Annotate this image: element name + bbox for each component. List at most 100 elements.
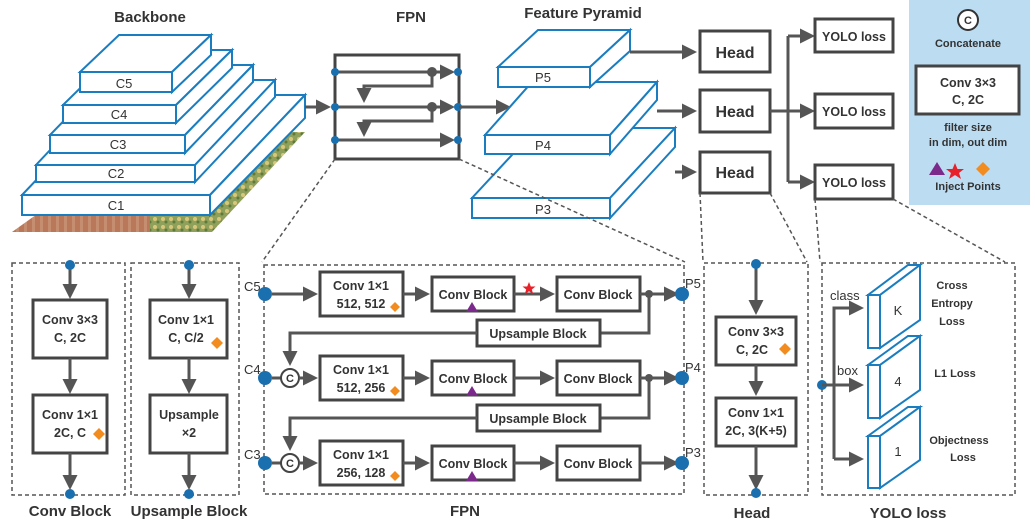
svg-text:Head: Head xyxy=(715,45,754,62)
svg-text:C, 2C: C, 2C xyxy=(54,331,86,345)
svg-text:C: C xyxy=(964,15,972,27)
svg-text:Upsample: Upsample xyxy=(159,408,219,422)
conv-block-caption: Conv Block xyxy=(29,503,112,520)
class-tensor: K xyxy=(865,263,923,350)
box-tensor: 4 xyxy=(864,334,924,420)
yolo-loss-box-2: YOLO loss xyxy=(813,92,895,130)
diamond-inject-icon xyxy=(211,337,223,349)
fpn-row-1: Conv 1×1 512, 512 Conv Block Conv Block xyxy=(258,270,689,318)
legend-conv-box xyxy=(914,64,1021,116)
svg-text:YOLO loss: YOLO loss xyxy=(822,105,886,119)
svg-text:P5: P5 xyxy=(535,70,551,85)
pyramid-slab-p5: P5 xyxy=(495,27,633,90)
svg-text:Conv 3×3: Conv 3×3 xyxy=(728,325,784,339)
objectness-tensor: 1 xyxy=(864,405,924,490)
fpn-detail: C5 C4 C3 P5 P4 P3 Conv 1×1 512, 512 Conv… xyxy=(244,264,701,520)
svg-text:L1 Loss: L1 Loss xyxy=(934,368,976,380)
svg-text:in dim, out dim: in dim, out dim xyxy=(929,137,1007,149)
yolo-loss-detail: class box K 4 1 Cross Entropy Loss L1 Lo… xyxy=(817,262,1016,522)
output-port xyxy=(184,489,194,499)
backbone-pyramid: C1 C2 C3 C4 C5 xyxy=(19,32,308,218)
svg-text:YOLO loss: YOLO loss xyxy=(822,176,886,190)
svg-text:4: 4 xyxy=(894,374,901,389)
fpn-title: FPN xyxy=(396,9,426,26)
c3-input-label: C3 xyxy=(244,447,261,462)
input-port xyxy=(184,260,194,270)
fpn-row-2: C Conv 1×1 512, 256 Conv Block Conv Bloc… xyxy=(258,354,689,402)
svg-text:Conv Block: Conv Block xyxy=(439,457,508,471)
backbone-slab-c5: C5 xyxy=(77,32,214,95)
class-branch-label: class xyxy=(830,288,860,303)
svg-text:256, 128: 256, 128 xyxy=(337,466,386,480)
svg-text:C1: C1 xyxy=(108,198,125,213)
conv-block-detail: Conv 3×3 C, 2C Conv 1×1 2C, C Conv Block xyxy=(11,260,126,520)
c5-input-label: C5 xyxy=(244,279,261,294)
p5-output-label: P5 xyxy=(685,276,701,291)
svg-text:Conv 3×3: Conv 3×3 xyxy=(42,313,98,327)
svg-text:P3: P3 xyxy=(535,202,551,217)
diamond-inject-icon xyxy=(779,343,791,355)
svg-text:C, 2C: C, 2C xyxy=(952,93,984,107)
svg-text:Conv Block: Conv Block xyxy=(564,372,633,386)
svg-text:C3: C3 xyxy=(110,137,127,152)
svg-text:C, 2C: C, 2C xyxy=(736,343,768,357)
head-box-3: Head xyxy=(698,150,772,195)
svg-text:Cross: Cross xyxy=(936,280,967,292)
svg-text:Objectness: Objectness xyxy=(929,435,988,447)
head-caption: Head xyxy=(734,505,771,522)
svg-text:C: C xyxy=(286,458,294,470)
diamond-inject-icon xyxy=(976,162,990,176)
svg-text:Loss: Loss xyxy=(950,452,976,464)
yolo-loss-box-1: YOLO loss xyxy=(813,17,895,54)
svg-text:filter size: filter size xyxy=(944,122,992,134)
input-port xyxy=(65,260,75,270)
svg-text:2C, C: 2C, C xyxy=(54,426,86,440)
head-detail: Conv 3×3 C, 2C Conv 1×1 2C, 3(K+5) Head xyxy=(703,259,809,522)
svg-text:512, 256: 512, 256 xyxy=(337,381,386,395)
svg-text:Conv Block: Conv Block xyxy=(439,288,508,302)
svg-text:C5: C5 xyxy=(116,76,133,91)
p3-output-label: P3 xyxy=(685,445,701,460)
yolo-loss-caption: YOLO loss xyxy=(870,505,947,522)
feature-pyramid: P3 P4 P5 xyxy=(469,27,678,221)
svg-text:Conv 1×1: Conv 1×1 xyxy=(42,408,98,422)
diamond-inject-icon xyxy=(93,428,105,440)
fpn-caption: FPN xyxy=(450,503,480,520)
svg-text:P4: P4 xyxy=(535,138,551,153)
svg-text:Conv Block: Conv Block xyxy=(439,372,508,386)
svg-text:Conv 1×1: Conv 1×1 xyxy=(333,279,389,293)
head-box-1: Head xyxy=(698,29,772,74)
svg-text:Head: Head xyxy=(715,165,754,182)
fpn-mini-diagram xyxy=(331,53,462,161)
svg-text:1: 1 xyxy=(894,444,901,459)
c4-input-label: C4 xyxy=(244,362,261,377)
svg-text:C2: C2 xyxy=(108,166,125,181)
box-branch-label: box xyxy=(837,363,858,378)
p4-output-label: P4 xyxy=(685,360,701,375)
legend-inject-label: Inject Points xyxy=(935,181,1000,193)
svg-text:Conv 1×1: Conv 1×1 xyxy=(158,313,214,327)
upsample-block-caption: Upsample Block xyxy=(131,503,248,520)
feature-pyramid-title: Feature Pyramid xyxy=(524,5,642,22)
svg-text:K: K xyxy=(894,303,903,318)
svg-text:C: C xyxy=(286,373,294,385)
legend-concat-label: Concatenate xyxy=(935,38,1001,50)
svg-text:Loss: Loss xyxy=(939,316,965,328)
svg-text:Entropy: Entropy xyxy=(931,298,973,310)
fpn-row-3: C Conv 1×1 256, 128 Conv Block Conv Bloc… xyxy=(258,439,689,487)
upsample-block-detail: Conv 1×1 C, C/2 Upsample ×2 Upsample Blo… xyxy=(130,260,248,520)
svg-text:Conv 1×1: Conv 1×1 xyxy=(728,406,784,420)
svg-text:×2: ×2 xyxy=(182,426,196,440)
svg-text:Conv Block: Conv Block xyxy=(564,457,633,471)
triangle-inject-icon xyxy=(929,162,945,175)
legend: C Concatenate Conv 3×3 C, 2C filter size… xyxy=(909,0,1030,205)
svg-text:Conv 3×3: Conv 3×3 xyxy=(940,76,996,90)
upsample-block-2: Upsample Block xyxy=(489,412,586,426)
pyramid-slab-p4: P4 xyxy=(482,79,660,157)
concat-icon xyxy=(957,9,979,31)
svg-text:Conv Block: Conv Block xyxy=(564,288,633,302)
svg-text:Head: Head xyxy=(715,104,754,121)
svg-text:2C, 3(K+5): 2C, 3(K+5) xyxy=(725,424,786,438)
svg-text:C4: C4 xyxy=(111,107,128,122)
